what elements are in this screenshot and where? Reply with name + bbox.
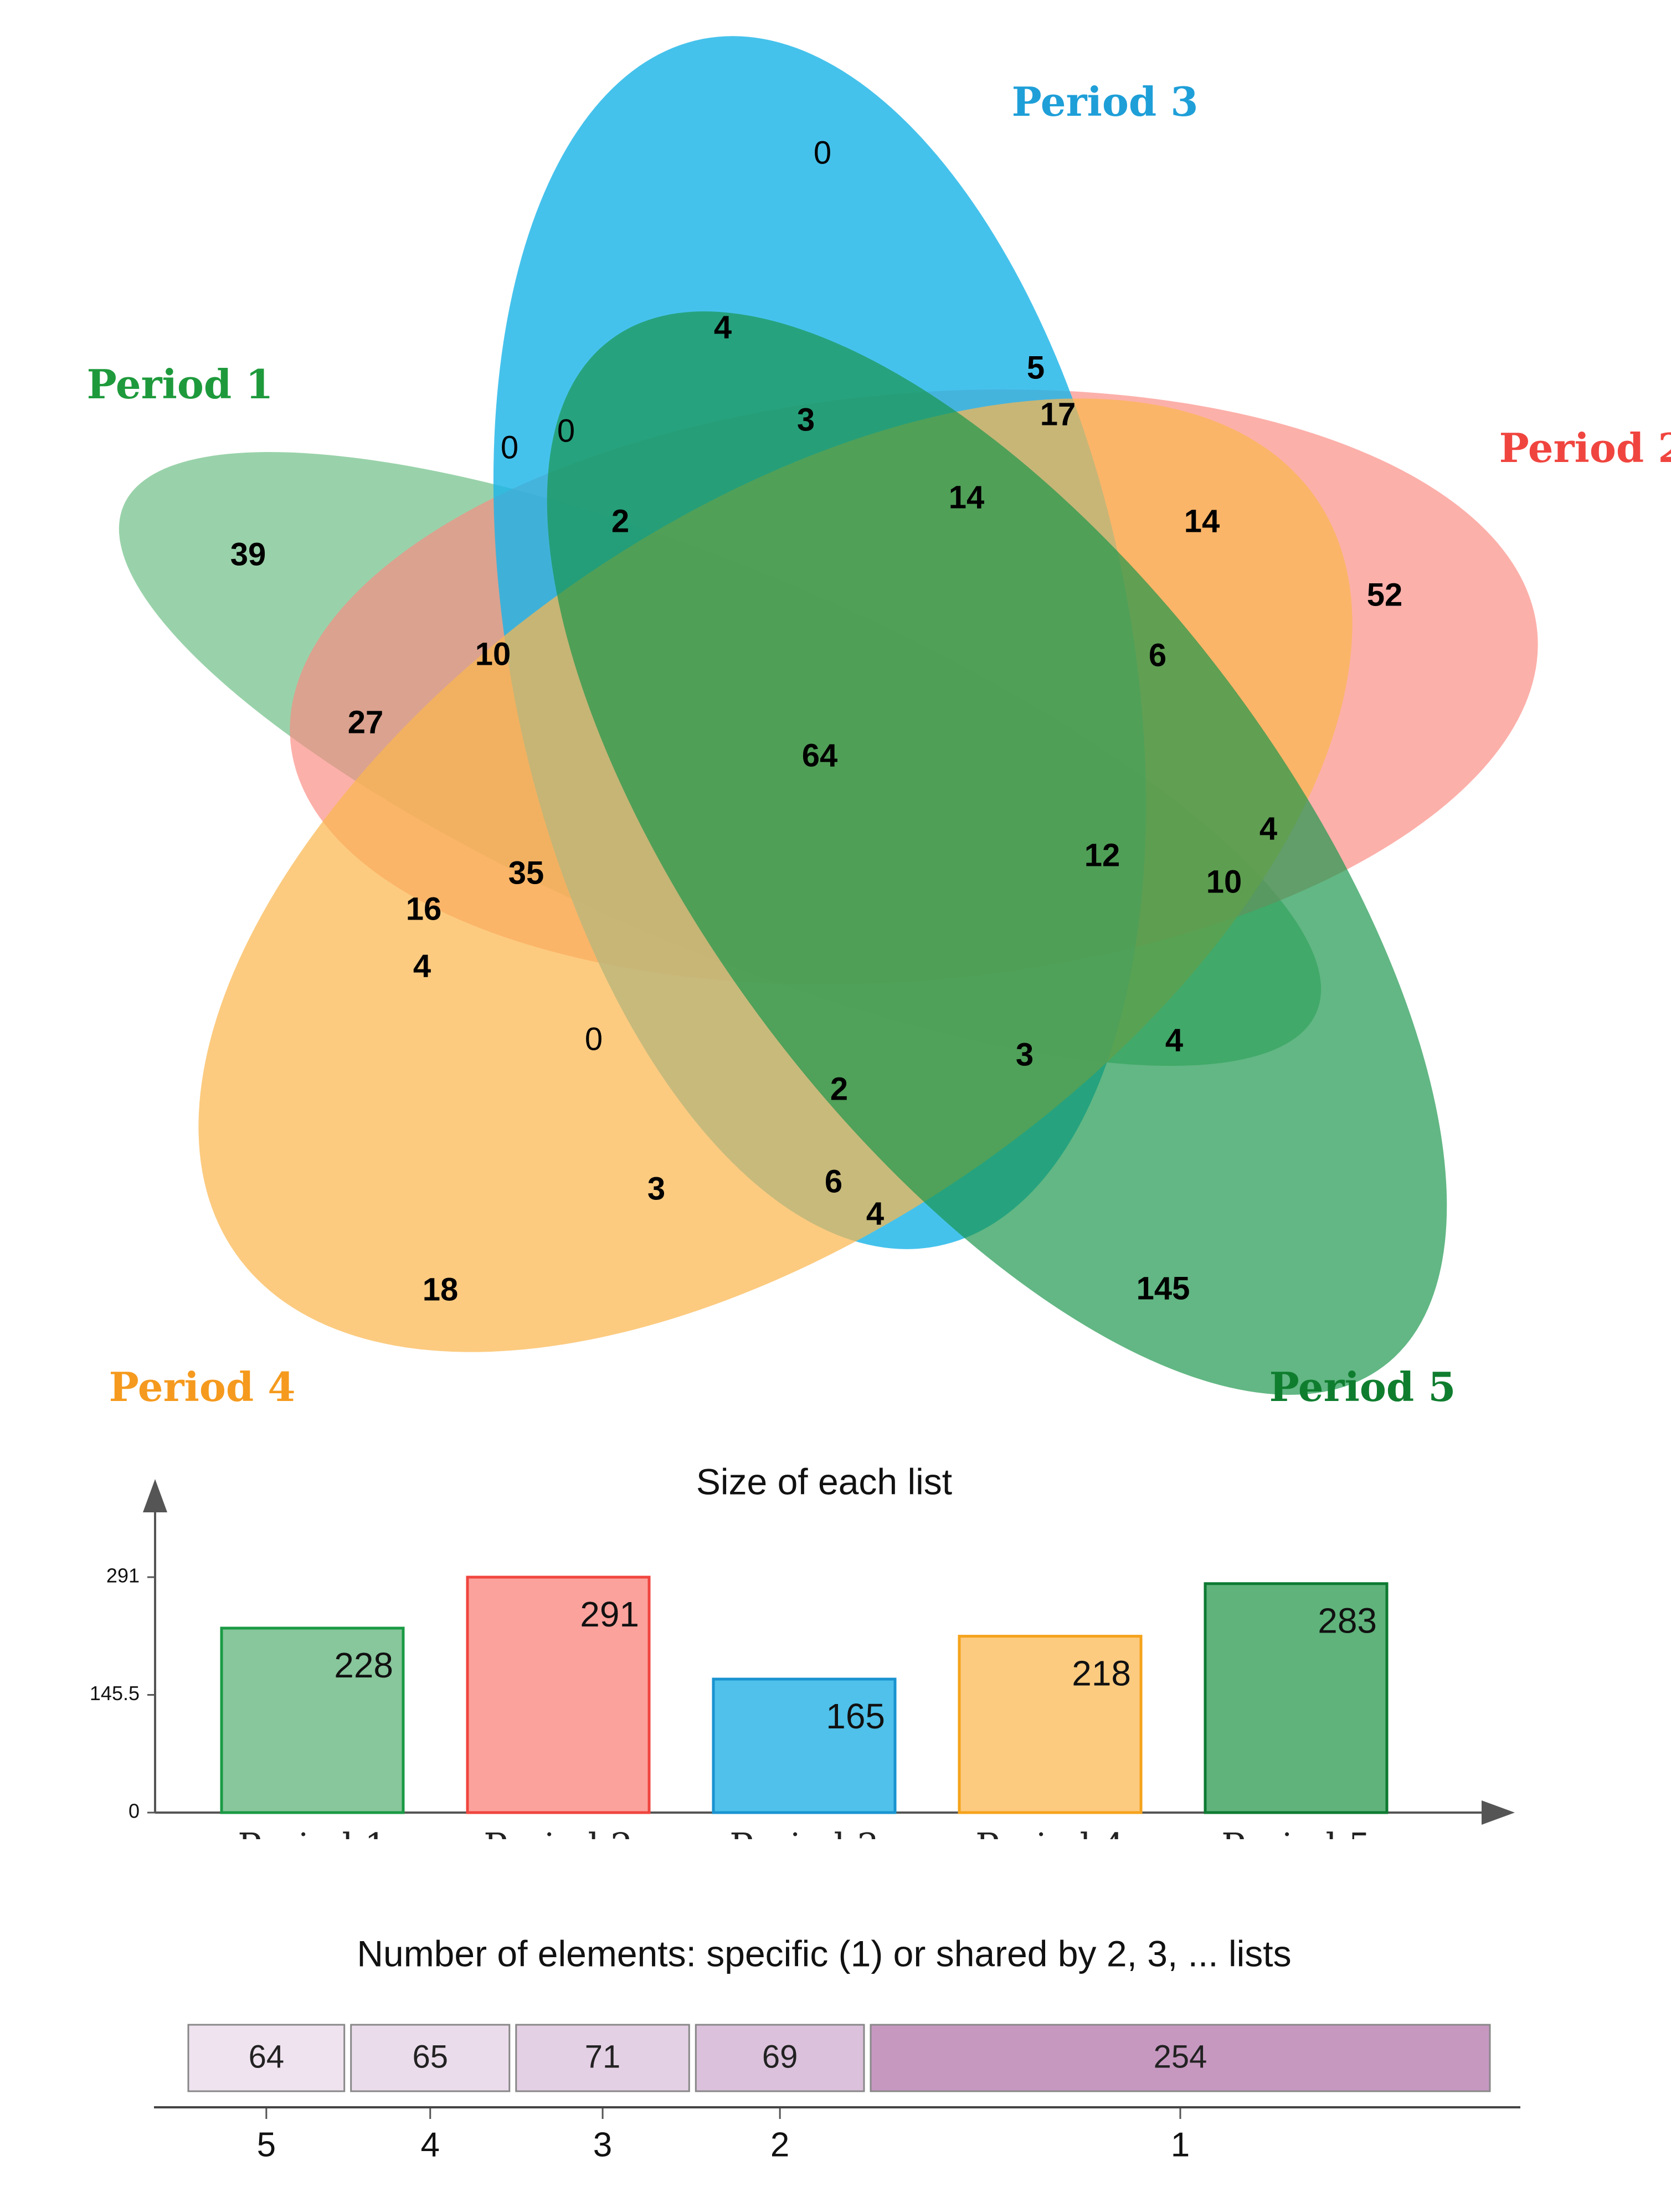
shared-tick-label: 5	[257, 2126, 276, 2164]
venn-region-count: 14	[1184, 503, 1220, 539]
shared-segment	[187, 2024, 346, 2092]
venn-region-count: 4	[1259, 810, 1277, 846]
venn-region-count: 18	[423, 1271, 459, 1307]
size-bar	[712, 1677, 897, 1814]
shared-segment-value: 64	[249, 2039, 285, 2075]
size-bar-category: Period 1	[238, 1826, 387, 1840]
size-bar-value: 283	[1318, 1601, 1377, 1641]
size-chart-title: Size of each list	[696, 1461, 952, 1502]
venn-region-count: 0	[814, 135, 831, 171]
size-bar-value: 291	[580, 1594, 639, 1634]
size-bar	[220, 1626, 405, 1814]
shared-segment-value: 254	[1154, 2039, 1207, 2075]
venn-region-count: 2	[830, 1071, 848, 1107]
venn-region-count: 39	[230, 536, 266, 572]
shared-chart-title: Number of elements: specific (1) or shar…	[357, 1933, 1291, 1974]
shared-tick-label: 4	[421, 2126, 440, 2164]
shared-segment	[695, 2024, 865, 2092]
shared-segment-value: 65	[412, 2039, 448, 2075]
shared-segment	[515, 2024, 690, 2092]
venn-set-5-ellipse	[547, 311, 1447, 1395]
shared-tick-label: 1	[1171, 2126, 1190, 2164]
size-bar-chart: Size of each list 0 145.5 291 228Period 1 291…	[90, 1461, 1515, 1840]
y-tick-label: 291	[106, 1564, 140, 1587]
y-tick-label: 0	[128, 1800, 140, 1823]
venn-region-count: 2	[611, 503, 629, 539]
venn-region-count: 14	[949, 479, 985, 515]
venn-set-label: Period 5	[1269, 1363, 1456, 1410]
shared-segment	[870, 2024, 1491, 2092]
venn-region-count: 17	[1040, 396, 1076, 432]
venn-region-count: 35	[508, 855, 544, 891]
venn-region-count: 0	[557, 413, 575, 449]
venn-region-count: 4	[866, 1195, 884, 1231]
venn-region-count: 3	[797, 402, 815, 438]
venn-set-label: Period 2	[1499, 424, 1671, 471]
venn-region-count: 0	[585, 1021, 603, 1057]
size-bar	[466, 1575, 651, 1814]
venn-region-count: 52	[1367, 577, 1403, 613]
size-bar-category: Period 2	[484, 1826, 633, 1840]
venn-region-count: 12	[1084, 837, 1120, 873]
size-bar-value: 228	[334, 1645, 393, 1685]
shared-elements-bar: Number of elements: specific (1) or shar…	[154, 1933, 1520, 2164]
venn-region-count: 6	[825, 1163, 842, 1199]
size-bar-value: 165	[826, 1696, 885, 1736]
venn-region-count: 5	[1027, 350, 1045, 386]
venn-region-count: 145	[1137, 1270, 1190, 1306]
shared-tick-label: 3	[593, 2126, 612, 2164]
venn-region-count: 4	[714, 309, 732, 345]
venn-set-label: Period 4	[109, 1363, 296, 1410]
size-bar-category: Period 4	[975, 1826, 1125, 1840]
size-bar-category: Period 3	[729, 1826, 879, 1840]
venn-region-count: 3	[1016, 1036, 1034, 1072]
venn-region-count: 10	[1206, 864, 1242, 900]
y-tick-label: 145.5	[90, 1682, 140, 1705]
size-bar	[958, 1635, 1143, 1814]
venn-region-count: 4	[1165, 1022, 1183, 1058]
size-bar	[1204, 1582, 1389, 1814]
venn-set-label: Period 1	[87, 361, 274, 408]
venn-diagram: Period 1 Period 2 Period 3 Period 4 Period 5…	[87, 36, 1671, 1410]
y-axis-arrow-icon	[143, 1479, 167, 1512]
venn-region-count: 6	[1149, 637, 1166, 673]
venn-region-count: 10	[475, 636, 511, 672]
venn-region-count: 27	[348, 704, 384, 740]
x-axis-arrow-icon	[1482, 1800, 1515, 1825]
venn-region-count: 3	[647, 1171, 665, 1207]
shared-tick-label: 2	[770, 2126, 789, 2164]
venn-region-count: 64	[802, 737, 838, 773]
venn-region-count: 16	[406, 891, 442, 927]
shared-segment-value: 69	[762, 2039, 798, 2075]
shared-segment-value: 71	[585, 2039, 621, 2075]
shared-segment	[350, 2024, 511, 2092]
venn-region-count: 4	[413, 948, 431, 984]
size-bar-category: Period 5	[1221, 1826, 1371, 1840]
venn-region-count: 0	[501, 429, 518, 465]
venn-set-label: Period 3	[1012, 78, 1199, 125]
size-bar-value: 218	[1072, 1654, 1131, 1693]
